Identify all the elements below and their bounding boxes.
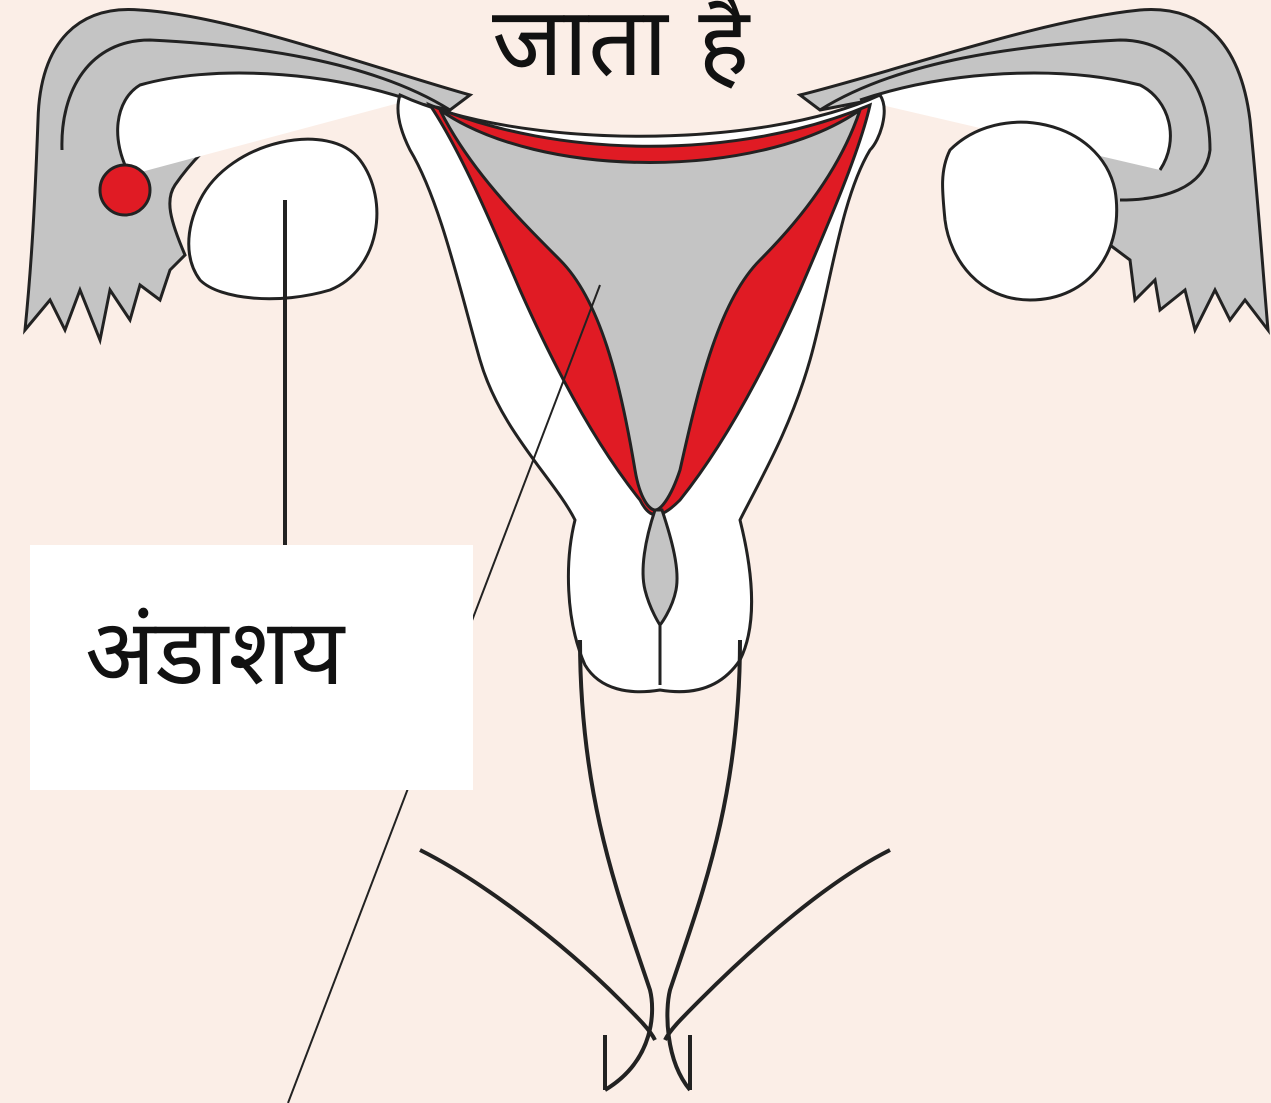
labia-right bbox=[665, 850, 890, 1040]
ovary-label: अंडाशय bbox=[85, 598, 344, 708]
labia-left bbox=[420, 850, 655, 1040]
vagina bbox=[580, 640, 740, 1090]
ovary-right bbox=[943, 122, 1117, 300]
top-caption: जाता है bbox=[492, 0, 749, 102]
ovary-left bbox=[189, 139, 377, 299]
egg-cell bbox=[100, 165, 150, 215]
